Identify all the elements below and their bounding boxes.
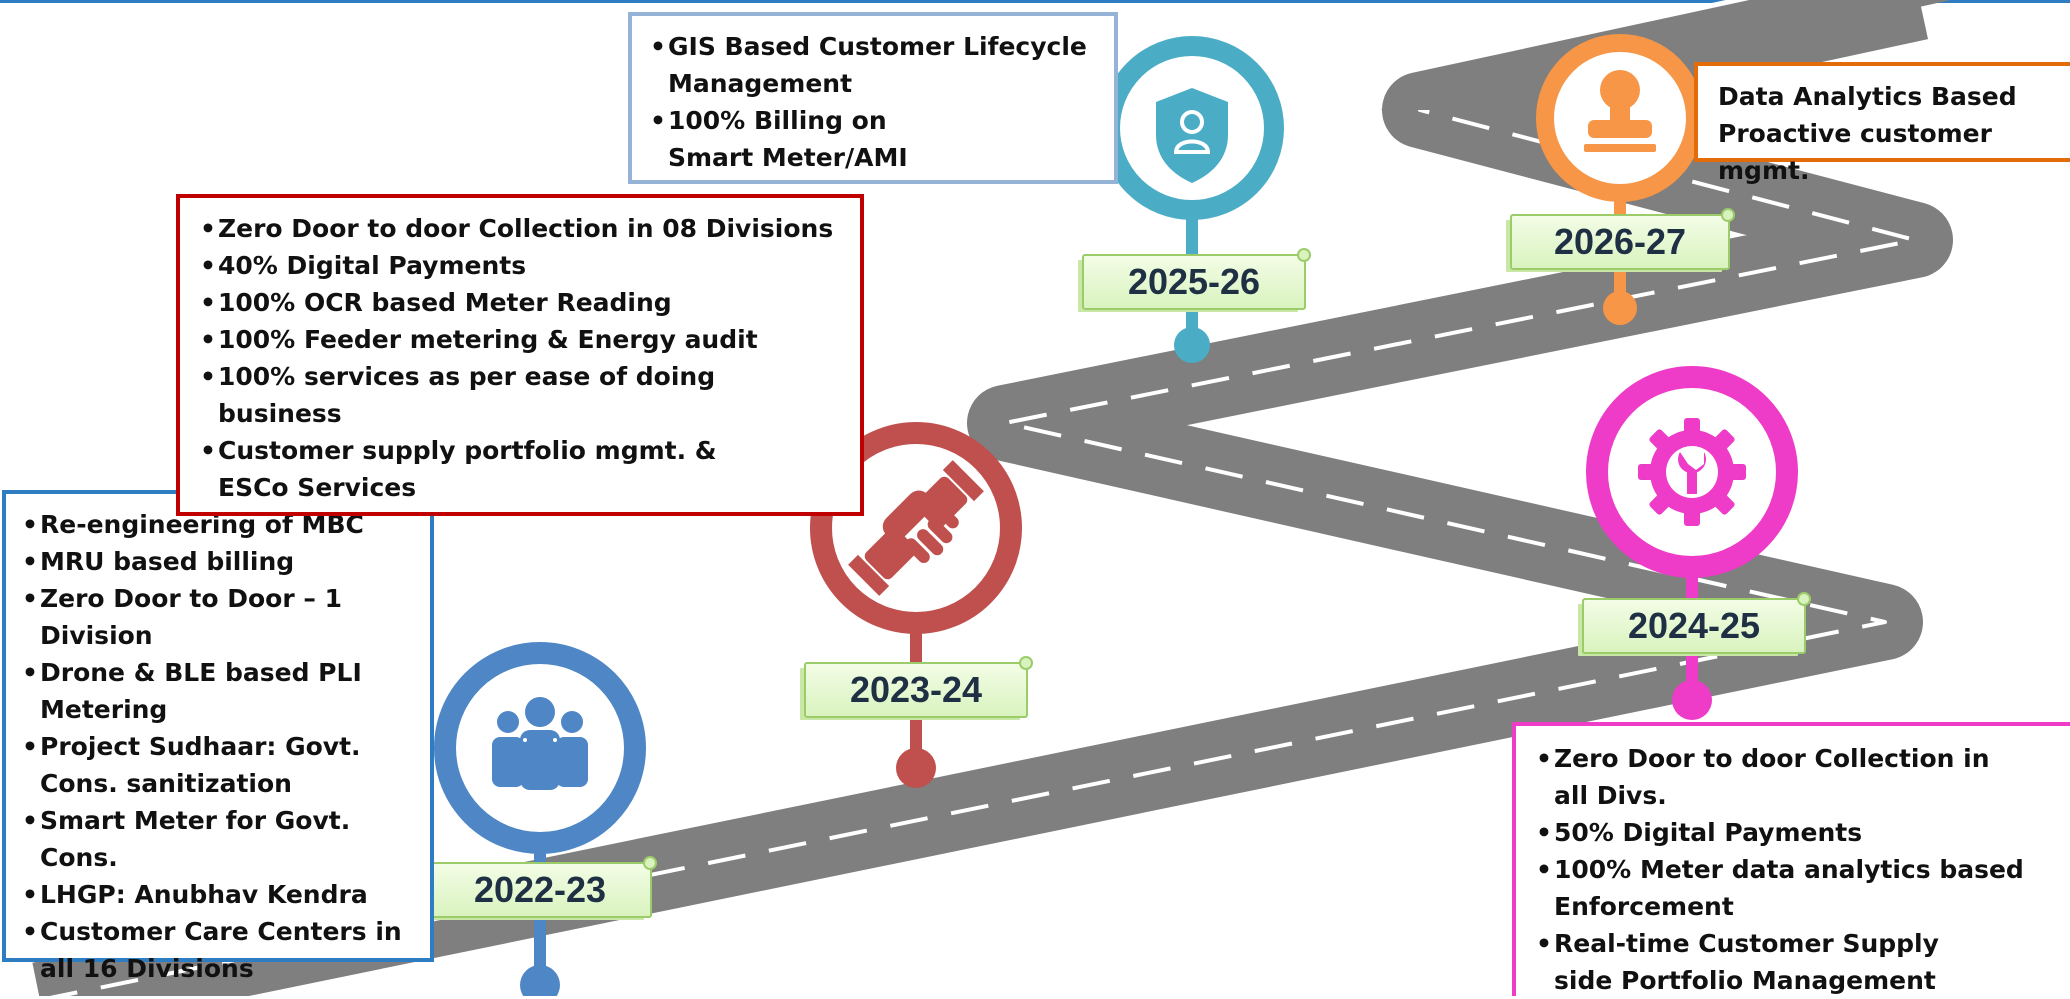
- list-item: Project Sudhaar: Govt. Cons. sanitizatio…: [22, 728, 420, 802]
- list-item: Real-time Customer Supply side Portfolio…: [1536, 925, 1994, 999]
- year-label-2022-23: 2022-23: [428, 856, 657, 918]
- milestone-box-2024-25: Zero Door to door Collection in all Divs…: [1512, 722, 2070, 996]
- milestone-box-2023-24: Zero Door to door Collection in 08 Divis…: [176, 194, 864, 516]
- list-item: 100% Feeder metering & Energy audit: [200, 321, 846, 358]
- list-item: 100% OCR based Meter Reading: [200, 284, 846, 321]
- list-item: 100% services as per ease of doing busin…: [200, 358, 846, 432]
- list-item: MRU based billing: [22, 543, 420, 580]
- pin-2024-25: [1586, 366, 1798, 720]
- year-label-2025-26: 2025-26: [1082, 248, 1311, 310]
- stamp-icon: [1584, 70, 1656, 152]
- list-item: 40% Digital Payments: [200, 247, 846, 284]
- list-item: 50% Digital Payments: [1536, 814, 2060, 851]
- top-border: [0, 0, 2070, 3]
- list-item: GIS Based Customer Lifecycle Management: [650, 28, 1100, 102]
- year-label-2026-27: 2026-27: [1510, 208, 1735, 270]
- list-item: Customer Care Centers in all 16 Division…: [22, 913, 420, 987]
- shield-user-icon: [1156, 88, 1228, 183]
- list-item: Zero Door to door Collection in all Divs…: [1536, 740, 2024, 814]
- list-item: Addition of LHGP: Anubhav Kendra 2 per s…: [200, 506, 860, 512]
- list-item: Zero Door to door Collection in 08 Divis…: [200, 210, 846, 247]
- list-item: LHGP: Anubhav Kendra: [22, 876, 420, 913]
- milestone-box-2025-26: GIS Based Customer Lifecycle Management …: [628, 12, 1118, 184]
- handshake-icon: [848, 460, 984, 596]
- list-item: Drone & BLE based PLI Metering: [22, 654, 420, 728]
- list-item: Zero Door to Door – 1 Division: [22, 580, 420, 654]
- list-item: Customer supply portfolio mgmt. & ESCo S…: [200, 432, 778, 506]
- milestone-box-2026-27: Data Analytics Based Proactive customer …: [1694, 62, 2070, 185]
- milestone-box-2022-23: Re-engineering of MBC MRU based billing …: [2, 490, 434, 983]
- team-icon: [492, 697, 588, 790]
- list-item: 100% Meter data analytics based Enforcem…: [1536, 851, 2024, 925]
- gear-wrench-icon: [1638, 418, 1746, 526]
- year-label-2024-25: 2024-25: [1582, 592, 1811, 654]
- milestone-text: Data Analytics Based Proactive customer …: [1718, 82, 2017, 185]
- list-item: 100% Billing on Smart Meter/AMI: [650, 102, 968, 176]
- year-label-2023-24: 2023-24: [804, 656, 1033, 718]
- list-item: Smart Meter for Govt. Cons.: [22, 802, 420, 876]
